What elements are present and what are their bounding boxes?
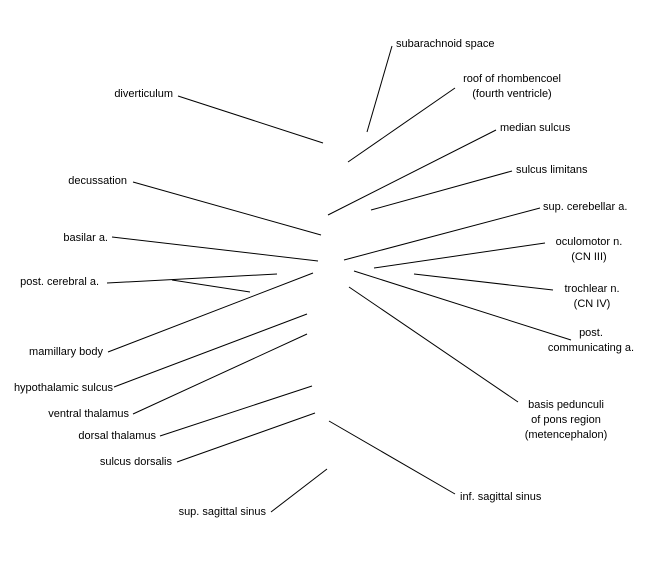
label-inf-sagittal-sinus: inf. sagittal sinus — [460, 490, 541, 505]
label-line: hypothalamic sulcus — [13, 382, 113, 394]
label-line: diverticulum — [114, 88, 173, 100]
label-line: of pons region — [531, 414, 601, 426]
label-line: ventral thalamus — [48, 408, 129, 420]
leader-ventral-thalamus — [132, 333, 308, 415]
label-ventral-thalamus: ventral thalamus — [0, 407, 129, 422]
leader-oculomotor — [373, 242, 546, 269]
label-line: (fourth ventricle) — [472, 88, 552, 100]
label-mamillary-body: mamillary body — [0, 345, 103, 360]
leader-subarachnoid-space — [366, 45, 393, 133]
leader-basis-pedunculi — [348, 286, 519, 403]
leader-roof-rhombencoel — [347, 87, 456, 163]
label-median-sulcus: median sulcus — [500, 121, 570, 136]
label-line: subarachnoid space — [396, 38, 495, 50]
label-line: sup. cerebellar a. — [543, 201, 628, 213]
label-line: basilar a. — [63, 232, 108, 244]
label-line: (CN IV) — [573, 298, 611, 310]
label-line: oculomotor n. — [555, 236, 623, 248]
label-line: sup. sagittal sinus — [178, 506, 266, 518]
leader-hypothalamic-sulcus — [113, 313, 308, 388]
leader-sup-sagittal-sinus — [270, 468, 328, 513]
label-oculomotor: oculomotor n. (CN III) — [545, 235, 633, 265]
label-line: mamillary body — [29, 346, 103, 358]
leader-sulcus-limitans — [370, 170, 513, 211]
label-line: basis pedunculi — [528, 399, 604, 411]
leader-decussation — [132, 181, 322, 236]
label-sulcus-dorsalis: sulcus dorsalis — [0, 455, 172, 470]
label-decussation: decussation — [20, 174, 127, 189]
leader-mamillary-body — [107, 272, 314, 353]
label-line: median sulcus — [500, 122, 571, 134]
label-line: post. — [579, 327, 603, 339]
label-line: (metencephalon) — [524, 429, 608, 441]
leader-sulcus-dorsalis — [176, 412, 316, 463]
label-line: trochlear n. — [564, 283, 620, 295]
label-line: sulcus limitans — [516, 164, 588, 176]
label-line: roof of rhombencoel — [463, 73, 561, 85]
label-dorsal-thalamus: dorsal thalamus — [0, 429, 156, 444]
label-line: inf. sagittal sinus — [460, 491, 542, 503]
label-sulcus-limitans: sulcus limitans — [516, 163, 588, 178]
leader-post-communicating — [353, 270, 572, 341]
label-line: (CN III) — [571, 251, 607, 263]
leader-post-cerebral-upper — [106, 273, 278, 284]
leader-inf-sagittal-sinus — [328, 420, 456, 495]
label-line: decussation — [68, 175, 127, 187]
leader-basilar — [111, 236, 319, 262]
label-trochlear: trochlear n. (CN IV) — [556, 282, 628, 312]
label-post-cerebral: post. cerebral a. — [0, 275, 99, 290]
leader-trochlear — [413, 273, 554, 291]
leader-post-cerebral-lower — [171, 279, 251, 293]
label-roof-rhombencoel: roof of rhombencoel (fourth ventricle) — [455, 72, 569, 102]
label-sup-cerebellar: sup. cerebellar a. — [543, 200, 627, 215]
leader-diverticulum — [177, 95, 324, 144]
leader-median-sulcus — [327, 129, 497, 216]
label-line: dorsal thalamus — [78, 430, 156, 442]
label-hypothalamic-sulcus: hypothalamic sulcus — [0, 381, 113, 396]
label-line: communicating a. — [547, 342, 635, 354]
label-line: post. cerebral a. — [20, 276, 99, 288]
leader-sup-cerebellar — [343, 207, 541, 261]
label-line: sulcus dorsalis — [99, 456, 172, 468]
label-subarachnoid-space: subarachnoid space — [396, 37, 494, 52]
label-sup-sagittal-sinus: sup. sagittal sinus — [100, 505, 266, 520]
label-post-communicating: post. communicating a. — [543, 326, 639, 356]
label-basis-pedunculi: basis pedunculi of pons region (metencep… — [518, 398, 614, 443]
label-diverticulum: diverticulum — [60, 87, 173, 102]
leader-dorsal-thalamus — [159, 385, 313, 437]
label-basilar: basilar a. — [10, 231, 108, 246]
